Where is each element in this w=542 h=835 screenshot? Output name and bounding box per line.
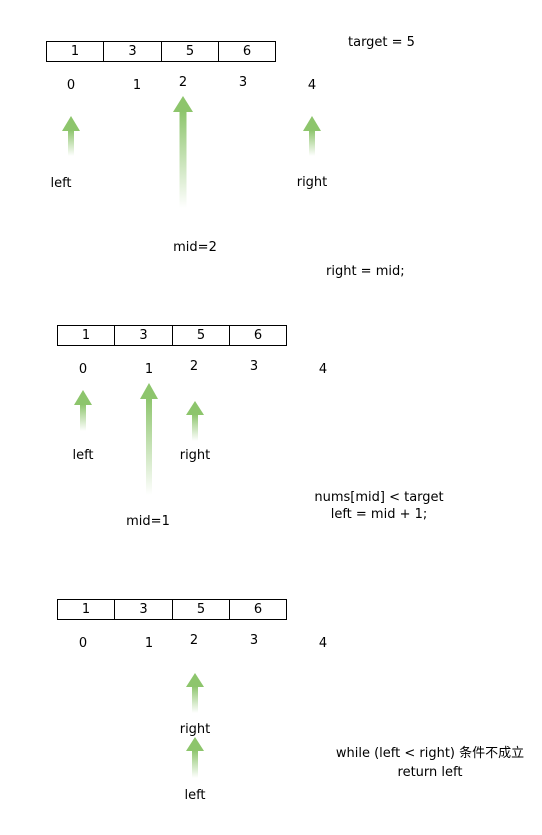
array-cell: 3	[115, 600, 173, 619]
mid-pointer-arrow-2	[140, 383, 158, 495]
left-pointer-arrow-2	[74, 390, 92, 431]
index-label: 3	[249, 633, 259, 648]
mid-label: mid=2	[173, 240, 217, 255]
step-note: return left	[397, 765, 463, 780]
target-label: target = 5	[348, 35, 415, 50]
right-pointer-label: right	[296, 175, 328, 190]
index-label: 0	[78, 636, 88, 651]
array-cell: 3	[104, 42, 162, 61]
left-pointer-label: left	[72, 448, 94, 463]
array-cell: 1	[58, 326, 115, 345]
index-label: 0	[78, 362, 88, 377]
index-label: 4	[307, 78, 317, 93]
index-label: 1	[144, 362, 154, 377]
array-box-3: 1 3 5 6	[57, 599, 287, 620]
right-pointer-label: right	[179, 722, 211, 737]
array-box-1: 1 3 5 6	[46, 41, 276, 62]
left-pointer-label: left	[184, 788, 206, 803]
index-label: 1	[132, 78, 142, 93]
left-pointer-arrow-3	[186, 737, 204, 778]
right-pointer-arrow-3	[186, 673, 204, 713]
index-label: 1	[144, 636, 154, 651]
step-note: right = mid;	[326, 264, 405, 279]
right-pointer-label: right	[179, 448, 211, 463]
step-note: while (left < right) 条件不成立	[335, 746, 525, 761]
index-label: 3	[238, 75, 248, 90]
array-box-2: 1 3 5 6	[57, 325, 287, 346]
left-pointer-label: left	[50, 176, 72, 191]
array-cell: 5	[173, 600, 230, 619]
array-cell: 3	[115, 326, 173, 345]
right-pointer-arrow-1	[303, 116, 321, 156]
index-label: 2	[189, 633, 199, 648]
array-cell: 1	[47, 42, 104, 61]
array-cell: 5	[173, 326, 230, 345]
index-label: 4	[318, 362, 328, 377]
array-cell: 6	[253, 328, 263, 343]
array-cell: 1	[58, 600, 115, 619]
mid-pointer-arrow-1	[173, 96, 193, 208]
array-cell: 5	[162, 42, 219, 61]
array-cell: 6	[253, 602, 263, 617]
index-label: 0	[66, 78, 76, 93]
right-pointer-arrow-2	[186, 401, 204, 441]
index-label: 2	[178, 75, 188, 90]
left-pointer-arrow-1	[62, 116, 80, 156]
mid-label: mid=1	[126, 514, 170, 529]
index-label: 4	[318, 636, 328, 651]
index-label: 2	[189, 359, 199, 374]
array-cell: 6	[242, 44, 252, 59]
step-note: left = mid + 1;	[330, 507, 428, 522]
step-note: nums[mid] < target	[314, 490, 444, 505]
index-label: 3	[249, 359, 259, 374]
